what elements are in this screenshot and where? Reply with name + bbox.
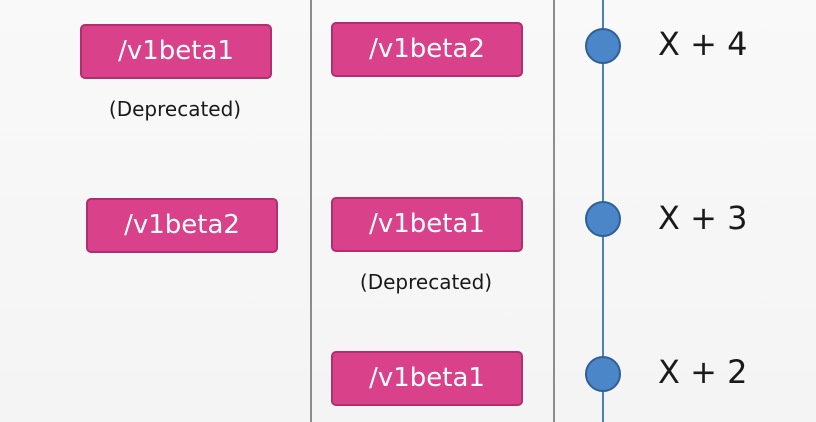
- left-row1-deprecated-note: (Deprecated): [108, 97, 242, 121]
- middle-row2-deprecated-note: (Deprecated): [359, 270, 493, 294]
- timeline-label-x-plus-4: X + 4: [658, 25, 748, 63]
- timeline-dot-icon: [585, 201, 621, 237]
- left-row2-badge: /v1beta2: [86, 198, 278, 253]
- left-row1-badge: /v1beta1: [80, 24, 272, 79]
- middle-row1-badge: /v1beta2: [331, 22, 523, 77]
- column-divider-right: [553, 0, 555, 422]
- timeline-label-x-plus-3: X + 3: [658, 199, 748, 237]
- timeline-dot-icon: [585, 356, 621, 392]
- middle-row2-badge: /v1beta1: [331, 197, 523, 252]
- timeline-label-x-plus-2: X + 2: [658, 353, 748, 391]
- timeline-dot-icon: [585, 28, 621, 64]
- middle-row3-badge: /v1beta1: [331, 351, 523, 406]
- column-divider-left: [310, 0, 312, 422]
